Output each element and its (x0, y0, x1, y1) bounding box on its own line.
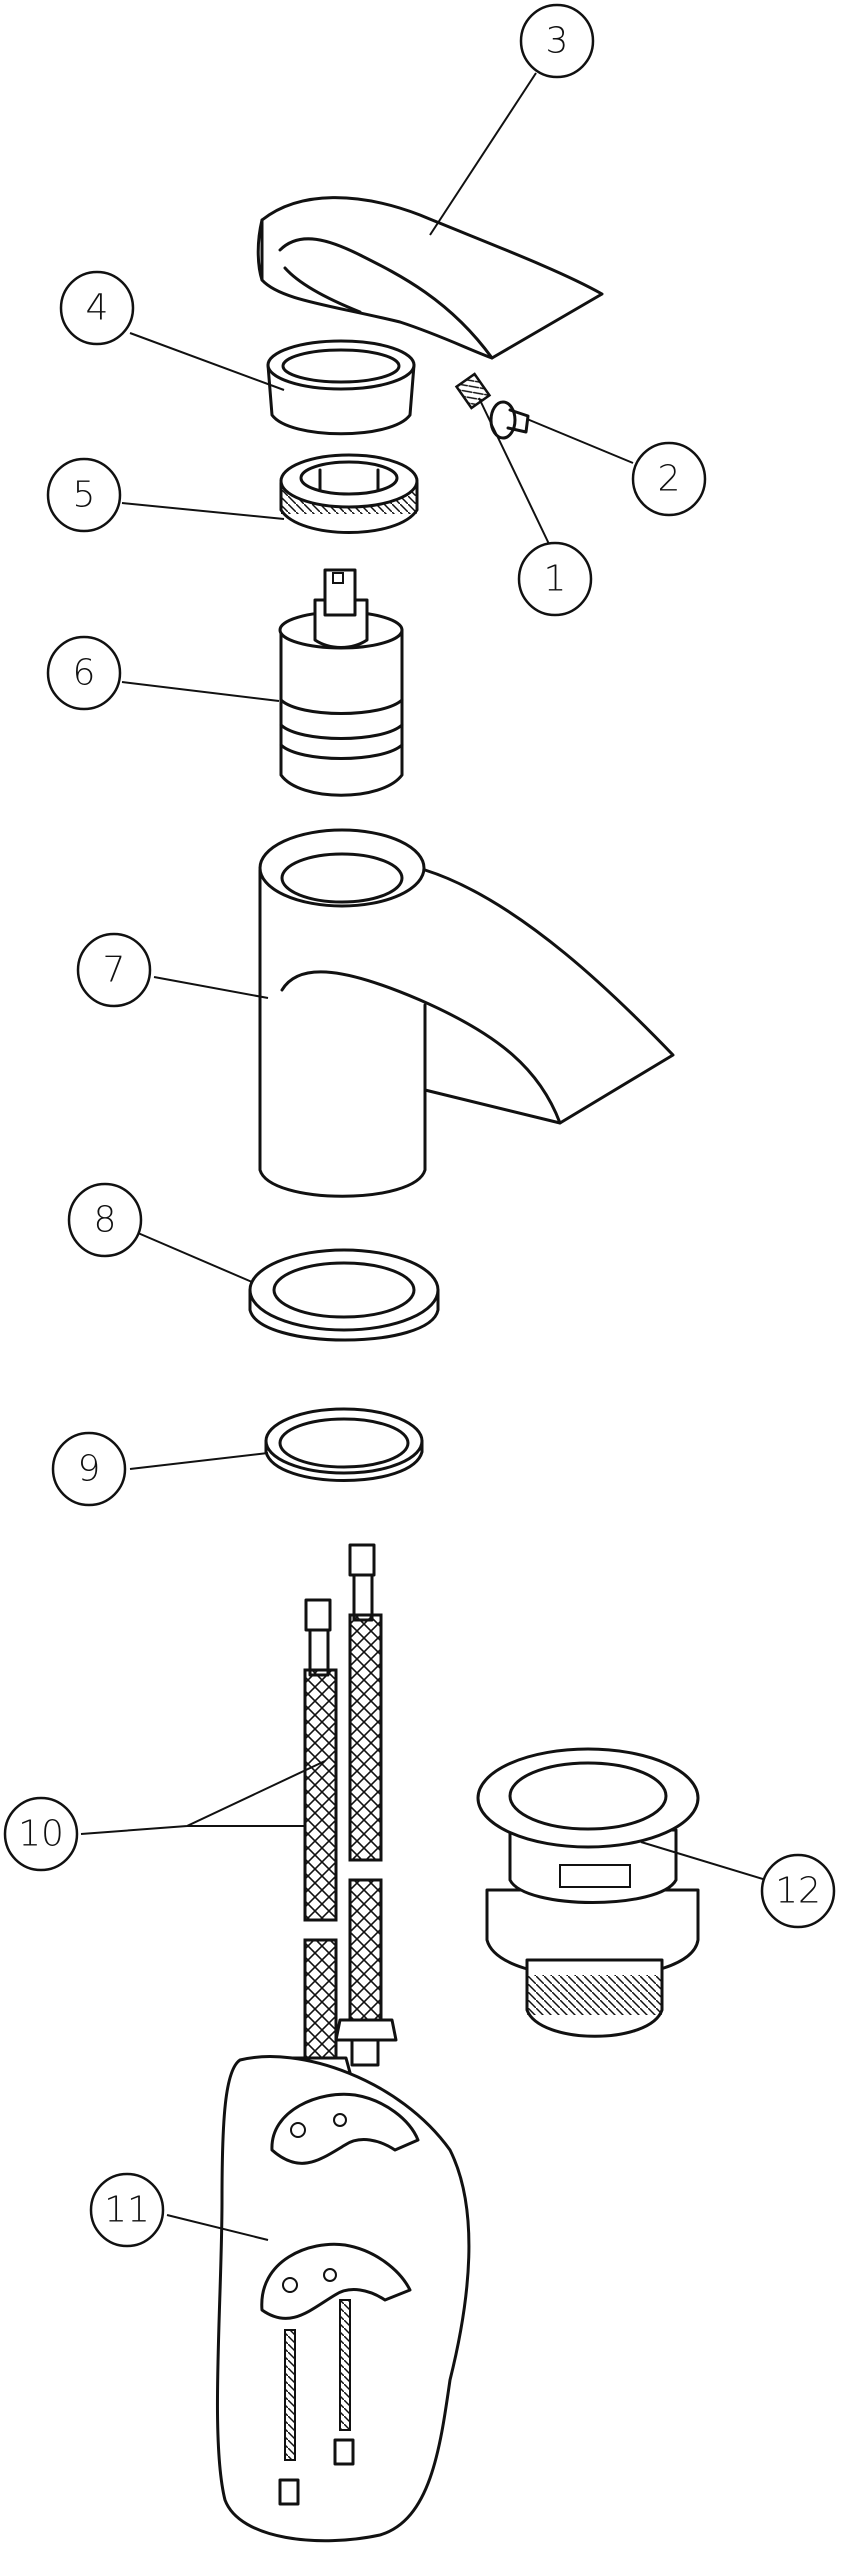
callout-9: 9 (51, 1431, 127, 1507)
callout-12: 12 (760, 1853, 836, 1929)
callout-label: 10 (18, 1814, 64, 1855)
callout-label: 4 (86, 288, 109, 329)
callout-label: 5 (73, 475, 96, 516)
callout-7: 7 (76, 932, 152, 1008)
leader-lines (80, 72, 764, 2241)
fixing-kit-part (215, 2055, 471, 2543)
callout-4: 4 (59, 270, 135, 346)
grub-screw-part (454, 372, 492, 410)
callout-label: 3 (546, 21, 569, 62)
tap-body-part (258, 828, 675, 1198)
base-washer-part (264, 1407, 424, 1482)
callout-label: 6 (73, 653, 96, 694)
cartridge-part (278, 568, 404, 797)
callout-label: 12 (775, 1871, 821, 1912)
callout-5: 5 (46, 457, 122, 533)
callout-1: 1 (517, 541, 593, 617)
retaining-nut-part (279, 453, 419, 534)
callout-label: 9 (78, 1449, 101, 1490)
callout-label: 8 (94, 1200, 117, 1241)
callout-label: 11 (104, 2190, 150, 2231)
waste-part (476, 1747, 700, 2038)
callout-10: 10 (3, 1796, 79, 1872)
base-flange-part (248, 1248, 440, 1342)
callout-label: 2 (658, 459, 681, 500)
callout-8: 8 (67, 1182, 143, 1258)
flexible-hoses-part (286, 1543, 398, 2122)
callout-2: 2 (631, 441, 707, 517)
lever-handle-part (256, 196, 604, 360)
shroud-part (266, 339, 416, 436)
callout-label: 7 (103, 950, 126, 991)
callout-3: 3 (519, 3, 595, 79)
callout-label: 1 (544, 559, 567, 600)
callout-6: 6 (46, 635, 122, 711)
callout-11: 11 (89, 2172, 165, 2248)
screw-cap-part (489, 400, 530, 440)
